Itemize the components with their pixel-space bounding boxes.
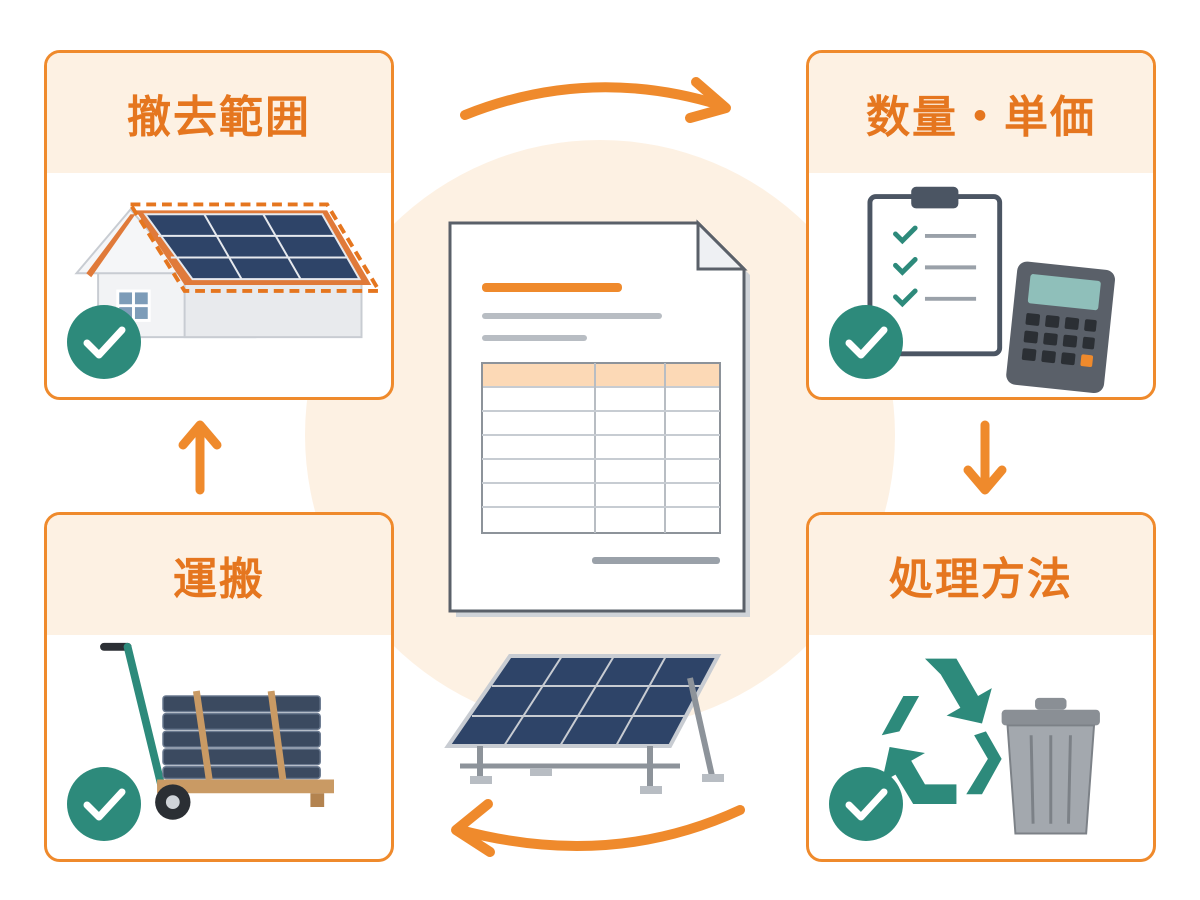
removal-scope-card: 撤去範囲 [44,50,394,400]
estimate-document-icon [448,219,750,617]
check-icon [829,767,903,841]
transport-title: 運搬 [173,554,265,605]
removal-scope-title: 撤去範囲 [127,92,311,143]
card-header: 撤去範囲 [47,53,391,173]
card-header: 数量・単価 [809,53,1153,173]
card-header: 処理方法 [809,515,1153,635]
check-icon [829,305,903,379]
hand-truck-with-panels-icon [100,642,334,820]
disposal-method-card: 処理方法 [806,512,1156,862]
arrow-down-icon [963,420,1007,495]
arrow-left-bottom-icon [451,799,745,857]
arrow-up-icon [178,420,222,495]
arrow-right-top-icon [460,77,731,123]
recycle-and-trash-can-icon [881,658,1100,835]
transport-card: 運搬 [44,512,394,862]
disposal-method-title: 処理方法 [889,554,1073,605]
quantity-price-card: 数量・単価 [806,50,1156,400]
ground-solar-panel-icon [444,654,724,794]
check-icon [67,305,141,379]
clipboard-and-calculator-icon [867,186,1115,394]
quantity-price-title: 数量・単価 [866,92,1096,143]
house-with-solar-roof-icon [74,202,383,339]
check-icon [67,767,141,841]
card-header: 運搬 [47,515,391,635]
